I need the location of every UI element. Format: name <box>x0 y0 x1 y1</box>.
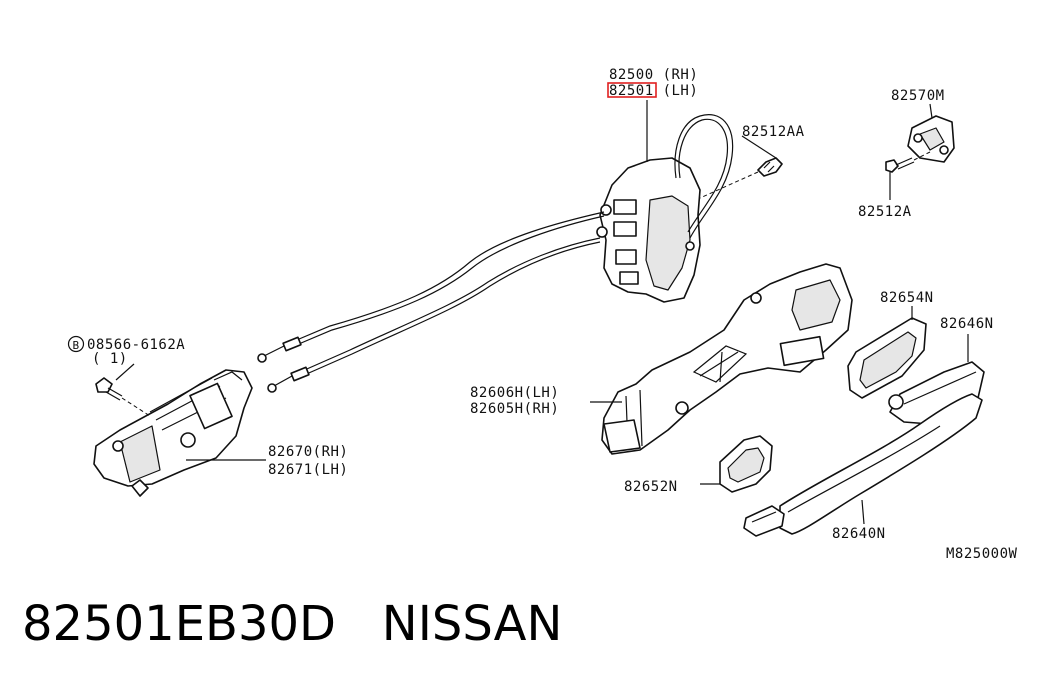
label-bolt-82512a: 82512A <box>858 204 912 220</box>
door-lock-actuator[interactable] <box>596 114 734 303</box>
outside-handle-bracket[interactable] <box>601 263 853 455</box>
bolt-82512aa[interactable] <box>757 157 783 177</box>
bolt-b-marker: B <box>67 335 85 353</box>
label-rear-gasket: 82652N <box>624 479 678 495</box>
lh-highlight-box <box>607 82 657 98</box>
lock-cables <box>257 211 605 393</box>
label-lock-rh: 82500 (RH) <box>609 67 698 83</box>
outside-handle-82640n[interactable] <box>743 393 983 537</box>
label-inner-lh: 82671(LH) <box>268 462 348 478</box>
label-bolt-82512aa: 82512AA <box>742 124 805 140</box>
bolt-82512a[interactable] <box>885 157 915 173</box>
label-bolt-b-circle: B <box>72 339 79 352</box>
label-bracket-lh: 82606H(LH) <box>470 385 559 401</box>
label-grip-cover: 82646N <box>940 316 994 332</box>
footer-caption: 82501EB30D NISSAN <box>22 596 562 652</box>
label-striker: 82570M <box>891 88 945 104</box>
label-front-gasket: 82654N <box>880 290 934 306</box>
label-bracket-rh: 82605H(RH) <box>470 401 559 417</box>
label-bolt-qty: ( 1) <box>92 351 128 367</box>
rear-gasket-82652n[interactable] <box>719 435 773 493</box>
label-inner-rh: 82670(RH) <box>268 444 348 460</box>
footer-brand: NISSAN <box>381 596 563 652</box>
inside-handle-assembly[interactable] <box>93 369 253 497</box>
label-lock-lh: 82501 (LH) <box>609 83 698 99</box>
label-bolt-08566: 08566-6162A <box>87 337 185 353</box>
label-handle: 82640N <box>832 526 886 542</box>
footer-part-number: 82501EB30D <box>22 596 336 652</box>
front-gasket-82654n[interactable] <box>847 317 927 399</box>
bolt-08566-6162a[interactable] <box>95 377 123 401</box>
label-diagram-code: M825000W <box>946 546 1018 562</box>
striker-82570m[interactable] <box>907 115 955 163</box>
